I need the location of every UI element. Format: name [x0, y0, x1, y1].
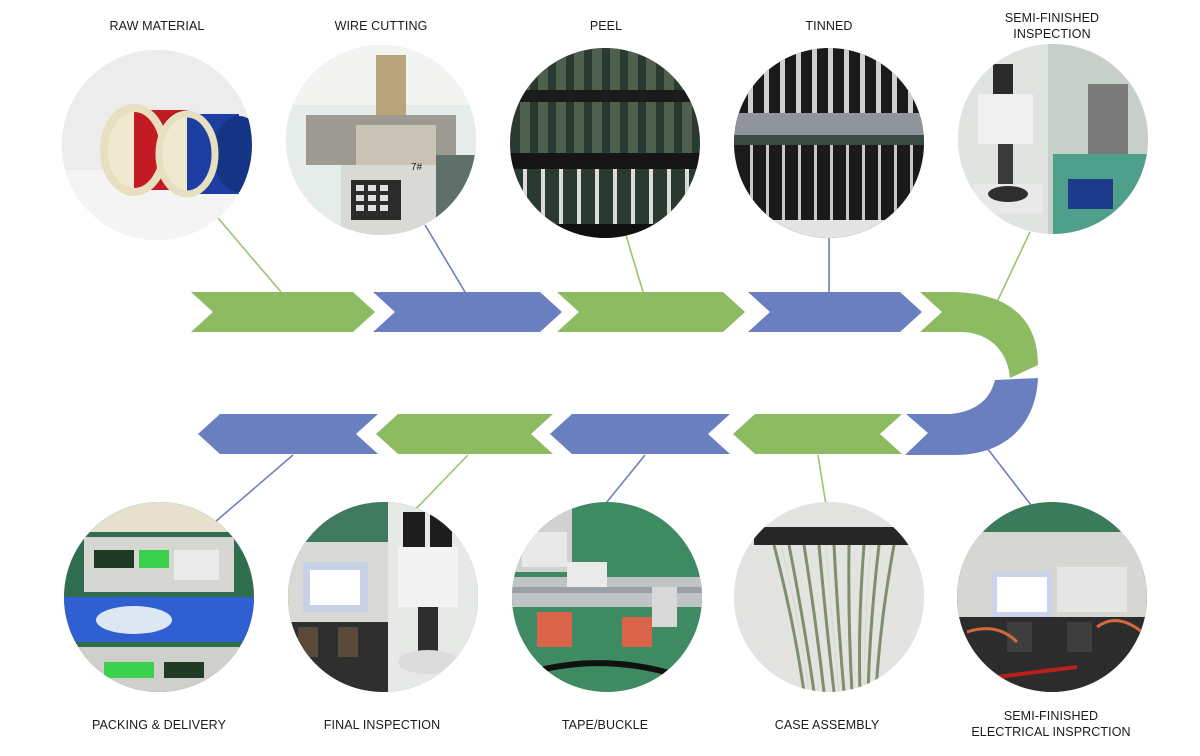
arrow-turn-top	[920, 292, 1038, 378]
label-wire-cutting: WIRE CUTTING	[334, 19, 428, 33]
arrow-final-inspection	[376, 414, 553, 454]
connector-raw-material	[217, 217, 282, 293]
connector-case-assembly	[817, 454, 827, 506]
photo-raw-material	[62, 50, 252, 240]
arrow-peel	[557, 292, 745, 332]
label-packing-delivery: PACKING & DELIVERY	[91, 718, 227, 732]
photo-case-assembly	[734, 502, 924, 692]
label-semi-finished-inspection: SEMI-FINISHED INSPECTION	[1004, 11, 1100, 41]
label-tape-buckle: TAPE/BUCKLE	[561, 718, 649, 732]
photo-peel	[510, 48, 700, 238]
arrow-case-assembly	[733, 414, 902, 454]
photo-semi-finished-inspection	[958, 44, 1148, 234]
connector-electrical-inspection	[986, 447, 1032, 506]
connector-wire-cutting	[424, 224, 466, 293]
photo-packing-delivery	[64, 502, 254, 692]
arrow-turn-bottom	[905, 378, 1038, 455]
label-tinned: TINNED	[805, 19, 853, 33]
arrow-raw-material	[191, 292, 375, 332]
photo-tinned	[734, 48, 924, 238]
photo-tape-buckle	[512, 502, 702, 692]
arrow-tape-buckle	[550, 414, 730, 454]
photo-electrical-inspection	[957, 502, 1147, 692]
label-final-inspection: FINAL INSPECTION	[323, 718, 441, 732]
photo-wire-cutting: 7#	[286, 45, 476, 235]
label-peel: PEEL	[589, 19, 623, 33]
connector-tape-buckle	[601, 454, 646, 509]
connector-peel	[624, 231, 644, 293]
connector-final-inspection	[409, 454, 469, 516]
label-semi-finished-electrical-inspection: SEMI-FINISHED ELECTRICAL INSPRCTION	[971, 709, 1131, 739]
svg-text:7#: 7#	[411, 162, 423, 173]
arrow-tinned	[748, 292, 922, 332]
connector-semi-finished-inspection	[996, 231, 1031, 303]
connector-packing	[214, 454, 294, 523]
label-raw-material: RAW MATERIAL	[109, 19, 205, 33]
arrow-packing	[198, 414, 378, 454]
label-case-assembly: CASE ASSEMBLY	[774, 718, 880, 732]
arrow-wire-cutting	[373, 292, 562, 332]
photo-final-inspection	[288, 502, 478, 692]
